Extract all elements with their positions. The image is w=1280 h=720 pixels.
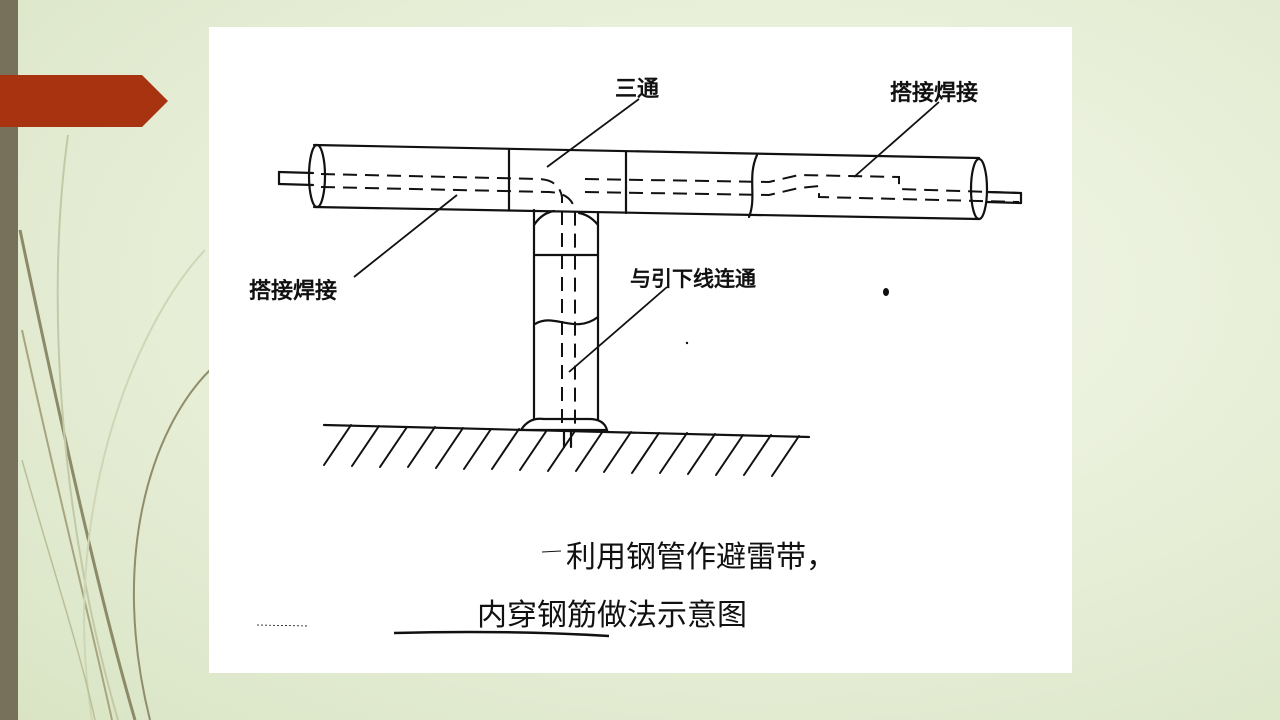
figure-panel: 三通 搭接焊接 搭接焊接 与引下线连通 利用钢管作避雷带， 内穿钢筋做法示意图 — [209, 27, 1072, 673]
lap-weld-left-label: 搭接焊接 — [249, 279, 338, 304]
tee-label: 三通 — [615, 77, 660, 102]
lap-weld-right-label: 搭接焊接 — [890, 81, 979, 106]
pipe-diagram — [256, 98, 1023, 638]
left-accent-bar — [0, 0, 18, 720]
caption-line-1: 利用钢管作避雷带， — [566, 540, 836, 575]
down-conductor-label: 与引下线连通 — [630, 267, 756, 291]
decorative-swooshes — [18, 134, 211, 720]
caption-line-2: 内穿钢筋做法示意图 — [477, 598, 747, 633]
arrow-tab — [0, 75, 168, 127]
